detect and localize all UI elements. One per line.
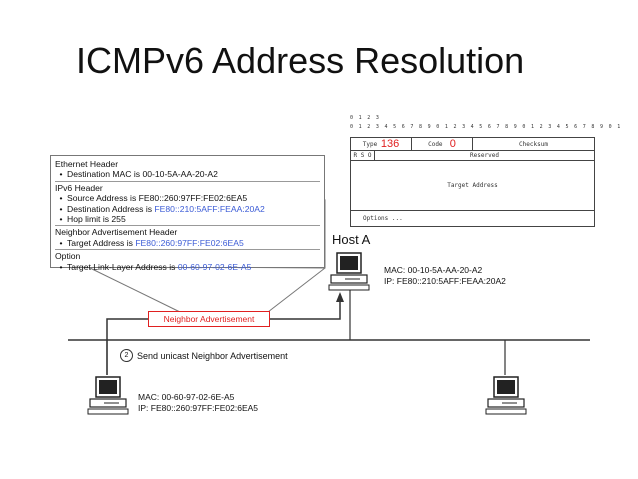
packet-contents-callout: Ethernet Header • Destination MAC is 00-1… (50, 155, 325, 272)
code-value: 0 (449, 138, 456, 150)
reserved-field: Reserved (375, 151, 594, 161)
source-address-row: • Source Address is FE80::260:97FF:FE02:6… (55, 193, 320, 203)
step-number: 2 (120, 349, 133, 362)
ruler-units: 0 1 2 3 4 5 6 7 8 9 0 1 2 3 4 5 6 7 8 9 … (350, 124, 622, 130)
flags-field: R S O (351, 151, 375, 161)
host-b-ip: IP: FE80::260:97FF:FE02:6EA5 (138, 403, 259, 413)
bullet: • (59, 214, 63, 225)
dest-address-row: • Destination Address is FE80::210:5AFF:F… (55, 204, 320, 214)
option-label: Option (55, 251, 81, 262)
divider (55, 225, 320, 227)
step-text: Send unicast Neighbor Advertisement (137, 350, 288, 361)
bullet: • (59, 169, 63, 180)
ipv6-header-label: IPv6 Header (55, 182, 103, 193)
code-label: Code (428, 140, 443, 148)
target-address-value: FE80::260:97FF:FE02:6EA5 (135, 237, 244, 248)
host-a-addresses: MAC: 00-10-5A-AA-20-A2 IP: FE80::210:5AF… (384, 265, 506, 287)
packet-format-grid: Type 136 Code 0 Checksum R S O Reserved … (350, 137, 595, 227)
bullet: • (59, 203, 63, 214)
type-label: Type (362, 140, 378, 148)
checksum-field: Checksum (473, 138, 594, 151)
source-address-value: FE80::260:97FF:FE02:6EA5 (138, 193, 248, 204)
target-address-row: • Target Address is FE80::260:97FF:FE02:6… (55, 238, 320, 248)
message-arrowhead (336, 292, 344, 302)
hop-limit-row: • Hop limit is 255 (55, 214, 320, 224)
neighbor-advertisement-message: Neighbor Advertisement (148, 311, 270, 327)
target-address-field: Target Address (351, 161, 594, 211)
step-label: 2 Send unicast Neighbor Advertisement (120, 349, 288, 362)
target-ll-value: 00-60-97-02-6E-A5 (177, 261, 252, 272)
host-a-label: Host A (332, 232, 371, 247)
source-address-prefix: Source Address is (67, 193, 139, 204)
dest-address-value: FE80::210:5AFF:FEAA:20A2 (154, 203, 265, 214)
host-b-addresses: MAC: 00-60-97-02-6E-A5 IP: FE80::260:97F… (138, 392, 258, 414)
ethernet-header-label: Ethernet Header (55, 159, 119, 169)
bullet: • (59, 261, 63, 272)
dest-address-prefix: Destination Address is (67, 203, 155, 214)
type-field: Type 136 (351, 138, 412, 151)
host-a-computer-icon (328, 252, 370, 291)
type-value: 136 (380, 138, 400, 150)
dest-mac-row: • Destination MAC is 00-10-5A-AA-20-A2 (55, 169, 320, 179)
code-field: Code 0 (412, 138, 473, 151)
page-title: ICMPv6 Address Resolution (76, 40, 525, 81)
target-ll-prefix: Target Link-Layer Address is (67, 261, 178, 272)
ruler-tens: 0 1 2 3 (350, 115, 381, 121)
host-a-mac: MAC: 00-10-5A-AA-20-A2 (384, 265, 483, 275)
host-c-computer-icon (485, 376, 527, 415)
host-b-computer-icon (87, 376, 129, 415)
bullet: • (59, 193, 63, 204)
hop-limit-text: Hop limit is 255 (67, 214, 126, 225)
target-address-prefix: Target Address is (67, 237, 136, 248)
options-field: Options ... (363, 215, 403, 222)
host-a-ip: IP: FE80::210:5AFF:FEAA:20A2 (384, 276, 506, 286)
callout-pointer-edge (89, 267, 181, 313)
dest-mac-text: Destination MAC is 00-10-5A-AA-20-A2 (67, 169, 218, 180)
divider (55, 249, 320, 251)
bullet: • (59, 237, 63, 248)
divider (55, 180, 320, 182)
na-header-label: Neighbor Advertisement Header (55, 227, 178, 238)
callout-pointer-edge-2 (267, 267, 326, 313)
target-ll-row: • Target Link-Layer Address is 00-60-97-0… (55, 262, 320, 272)
host-b-mac: MAC: 00-60-97-02-6E-A5 (138, 392, 235, 402)
